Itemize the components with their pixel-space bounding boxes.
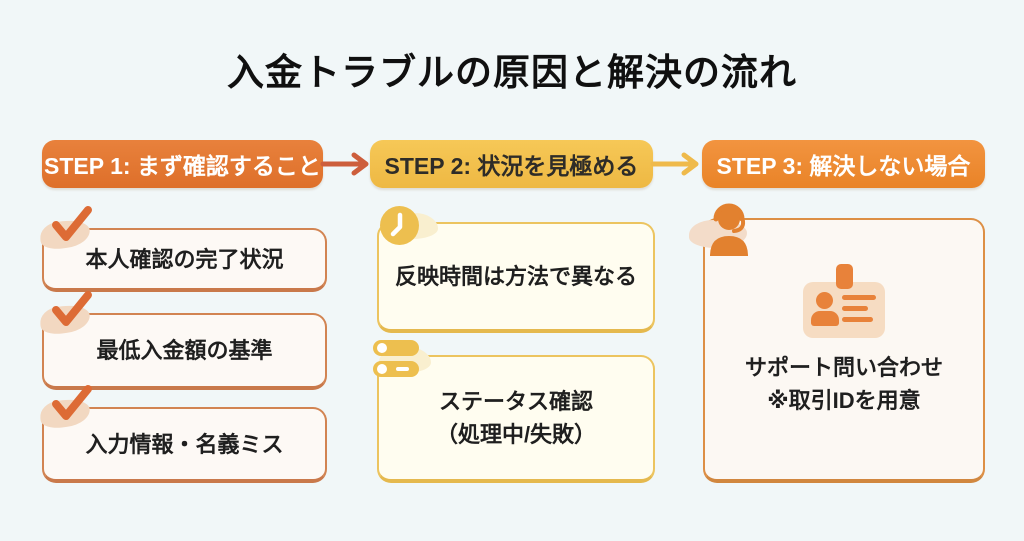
check-icon — [38, 204, 96, 252]
step3-item-contact-support: サポート問い合わせ ※取引IDを用意 — [689, 203, 985, 483]
id-card-body — [803, 282, 885, 338]
page-title: 入金トラブルの原因と解決の流れ — [227, 52, 797, 93]
headset-support-icon — [689, 198, 761, 256]
id-card-tab — [835, 264, 853, 289]
step3-item-label: サポート問い合わせ ※取引IDを用意 — [744, 355, 943, 413]
toggle-switch-icon — [373, 340, 419, 356]
step1-item-label: 最低入金額の基準 — [96, 338, 273, 363]
step1-item-label: 本人確認の完了状況 — [85, 246, 284, 272]
clock-icon — [380, 206, 438, 250]
check-icon — [38, 289, 96, 337]
step1-header-label: STEP 1: まず確認すること — [44, 153, 321, 179]
step2-item-status-check: ステータス確認 （処理中/失敗） — [373, 340, 655, 483]
check-icon — [38, 383, 96, 431]
step2-item-label: 反映時間は方法で異なる — [394, 264, 637, 289]
step1-item-identity-verification: 本人確認の完了状況 — [38, 206, 327, 292]
step2-item-label: ステータス確認 （処理中/失敗） — [435, 389, 597, 447]
step3-header: STEP 3: 解決しない場合 — [702, 140, 985, 188]
step1-item-minimum-deposit: 最低入金額の基準 — [38, 291, 327, 390]
step3-header-label: STEP 3: 解決しない場合 — [716, 153, 971, 179]
step1-item-label: 入力情報・名義ミス — [85, 431, 284, 457]
toggle-switch-icon — [373, 361, 419, 377]
arrow-right-icon — [650, 152, 699, 176]
step1-item-input-errors: 入力情報・名義ミス — [38, 385, 327, 483]
arrow-right-icon — [320, 152, 369, 176]
step2-item-processing-time: 反映時間は方法で異なる — [377, 206, 655, 333]
step1-header: STEP 1: まず確認すること — [42, 140, 323, 188]
step2-header-label: STEP 2: 状況を見極める — [384, 153, 639, 179]
step2-header: STEP 2: 状況を見極める — [370, 140, 653, 188]
toggles-icon — [373, 340, 433, 384]
id-card-icon — [803, 264, 885, 338]
